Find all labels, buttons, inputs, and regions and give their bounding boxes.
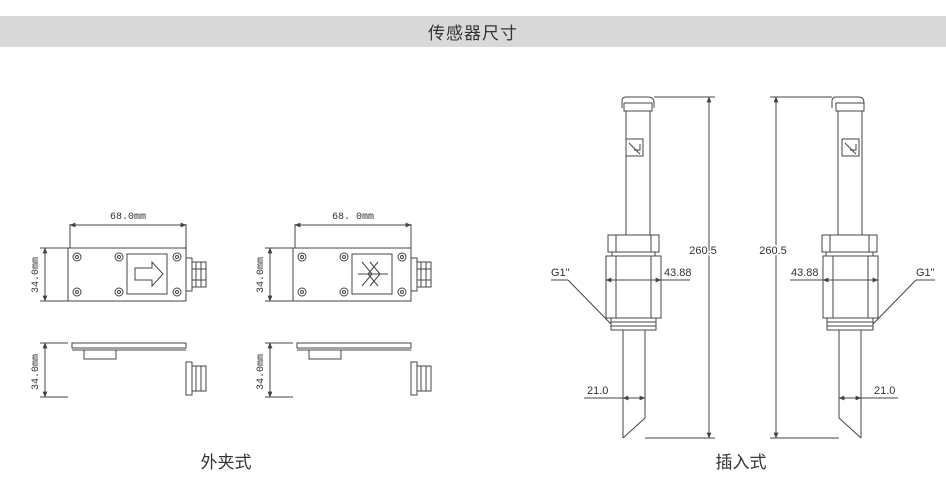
insert-hex-label-1: 43.88: [664, 267, 692, 279]
insertion-sensor-1: [551, 96, 715, 439]
clamp-caption: 外夹式: [201, 453, 252, 473]
clamp-side-height-label-1: 34.0mm: [31, 354, 42, 390]
clamp-height-label-1: 34.0mm: [31, 257, 42, 293]
insert-thread-label-1: G1": [551, 267, 570, 279]
clamp-width-label-2: 68. 0mm: [332, 212, 374, 223]
insert-dia-label-1: 21.0: [587, 385, 608, 397]
insert-length-label-2: 260.5: [759, 245, 787, 257]
insert-length-label-1: 260.5: [689, 245, 717, 257]
clamp-width-label-1: 68.0mm: [110, 212, 146, 223]
insert-dia-label-2: 21.0: [874, 385, 895, 397]
bidirectional-flow-icon: [358, 261, 388, 287]
clamp-side-height-label-2: 34.0mm: [256, 354, 267, 390]
flow-arrow-icon: [134, 260, 164, 288]
clamp-sensor-top-view-1: [40, 222, 207, 302]
insert-thread-label-2: G1": [916, 267, 935, 279]
section-title: 传感器尺寸: [428, 24, 518, 43]
clamp-sensor-side-view-1: [40, 342, 207, 398]
insert-hex-label-2: 43.88: [791, 267, 819, 279]
clamp-height-label-2: 34.0mm: [256, 257, 267, 293]
insert-caption: 插入式: [716, 453, 767, 473]
clamp-sensor-side-view-2: [265, 342, 432, 398]
section-header: 传感器尺寸: [0, 16, 946, 47]
insertion-sensor-2: [770, 96, 935, 439]
clamp-sensor-top-view-2: [265, 222, 432, 302]
